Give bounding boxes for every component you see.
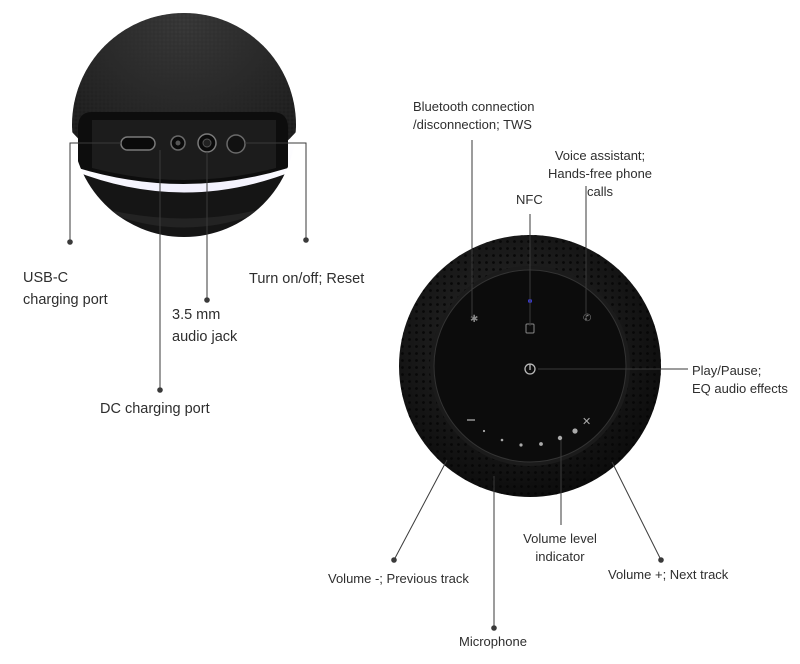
label-power: Turn on/off; Reset	[249, 271, 365, 287]
label-microphone: Microphone	[459, 634, 527, 649]
usb-c-port	[120, 136, 156, 151]
power-button-port	[226, 134, 246, 154]
label-nfc: NFC	[516, 192, 543, 207]
label-volume-plus: Volume +; Next track	[608, 567, 729, 582]
label-audio-jack: 3.5 mm audio jack	[172, 307, 238, 345]
phone-icon: ✆	[583, 313, 591, 324]
port-leaders	[69, 142, 307, 390]
label-voice-assistant: Voice assistant; Hands-free phone calls	[547, 148, 653, 199]
label-play-pause: Play/Pause; EQ audio effects	[692, 363, 788, 396]
label-volume-level: Volume level indicator	[523, 531, 597, 564]
label-volume-minus: Volume -; Previous track	[328, 571, 469, 586]
speaker-top: ✱ ✆ ✕	[399, 235, 661, 497]
port-closeup	[72, 13, 296, 237]
label-dc-port: DC charging port	[100, 401, 210, 417]
plus-icon: ✕	[582, 415, 591, 428]
bluetooth-icon: ✱	[470, 314, 478, 325]
label-usb-c: USB-C charging port	[23, 270, 108, 308]
label-bluetooth: Bluetooth connection /disconnection; TWS	[413, 99, 535, 132]
speaker-leaders	[393, 140, 688, 628]
